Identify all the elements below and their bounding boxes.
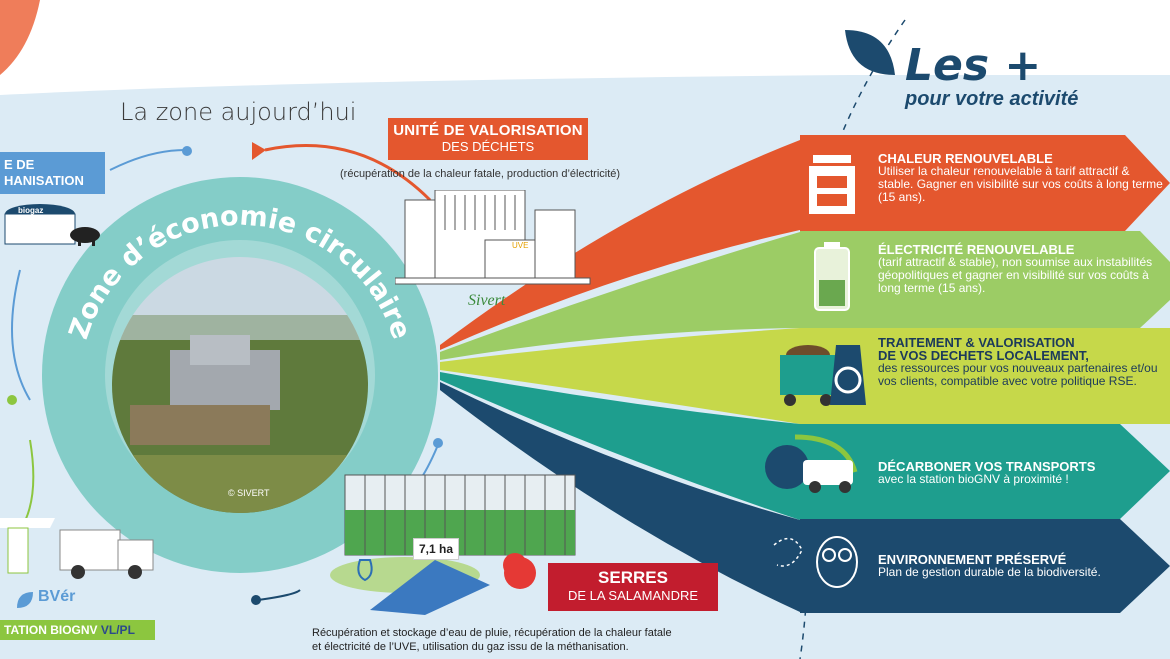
sivert-logo: Sivert bbox=[468, 292, 506, 309]
benefit-transports-text: avec la station bioGNV à proximité ! bbox=[878, 472, 1069, 486]
benefit-dechets-title: TRAITEMENT & VALORISATION bbox=[878, 335, 1075, 350]
bver-leaf-icon bbox=[17, 592, 33, 608]
greenhouse-illustration bbox=[330, 474, 576, 615]
serres-description: Récupération et stockage d’eau de pluie,… bbox=[312, 626, 782, 654]
uve-title-box: UNITÉ DE VALORISATION DES DÉCHETS bbox=[388, 118, 588, 160]
water-drop-icon bbox=[357, 559, 373, 582]
benefit-electricite: ÉLECTRICITÉ RENOUVELABLE (tarif attracti… bbox=[878, 243, 1168, 295]
benefit-dechets-text: des ressources pour vos nouveaux partena… bbox=[878, 361, 1158, 388]
uve-building-icon bbox=[395, 190, 591, 285]
serres-title-line2: DE LA SALAMANDRE bbox=[567, 588, 699, 603]
serres-title-line1: SERRES bbox=[598, 568, 668, 587]
battery-icon bbox=[814, 242, 850, 311]
serres-description-line1: Récupération et stockage d’eau de pluie,… bbox=[312, 627, 672, 639]
circular-zone: Zone d’économie circulaire bbox=[42, 177, 438, 573]
uve-building-label: UVE bbox=[512, 241, 529, 250]
benefit-environnement: ENVIRONNEMENT PRÉSERVÉ Plan de gestion d… bbox=[878, 553, 1168, 579]
station-label-prefix: TATION BIOGNV bbox=[4, 623, 101, 637]
benefit-chaleur-text: Utiliser la chaleur renouvelable à tarif… bbox=[878, 164, 1163, 204]
benefit-dechets-title2: DE VOS DECHETS LOCALEMENT, bbox=[878, 348, 1089, 363]
zone-title: La zone aujourd’hui bbox=[120, 98, 357, 126]
benefit-transports-title: DÉCARBONER VOS TRANSPORTS bbox=[878, 459, 1096, 474]
les-plus-title: Les + bbox=[905, 40, 1042, 91]
biogas-van-icon bbox=[765, 434, 858, 493]
benefit-dechets: TRAITEMENT & VALORISATION DE VOS DECHETS… bbox=[878, 336, 1168, 388]
uve-title-line2: DES DÉCHETS bbox=[441, 139, 535, 154]
benefit-environnement-title: ENVIRONNEMENT PRÉSERVÉ bbox=[878, 552, 1067, 567]
methanisation-box: E DE HANISATION bbox=[0, 152, 105, 194]
owl-icon bbox=[773, 536, 858, 588]
methanisation-line2: HANISATION bbox=[4, 173, 84, 188]
station-label-suffix: VL/PL bbox=[100, 623, 135, 637]
methanisation-plant-icon bbox=[4, 204, 100, 246]
benefit-chaleur-title: CHALEUR RENOUVELABLE bbox=[878, 151, 1053, 166]
benefit-chaleur: CHALEUR RENOUVELABLE Utiliser la chaleur… bbox=[878, 152, 1168, 204]
benefit-transports: DÉCARBONER VOS TRANSPORTS avec la statio… bbox=[878, 460, 1168, 486]
uve-title-line1: UNITÉ DE VALORISATION bbox=[393, 122, 583, 139]
uve-subtitle: (récupération de la chaleur fatale, prod… bbox=[340, 168, 621, 180]
biognv-station-icon bbox=[0, 518, 154, 579]
benefit-electricite-text: (tarif attractif & stable), non soumise … bbox=[878, 255, 1153, 295]
station-biognv-label: TATION BIOGNV VL/PL bbox=[0, 620, 155, 640]
biogaz-label: biogaz bbox=[18, 206, 44, 215]
radiator-icon bbox=[809, 155, 855, 214]
serres-title-box: SERRES DE LA SALAMANDRE bbox=[548, 563, 718, 611]
photo-credit: © SIVERT bbox=[228, 488, 270, 498]
benefit-environnement-text: Plan de gestion durable de la biodiversi… bbox=[878, 565, 1101, 579]
benefit-electricite-title: ÉLECTRICITÉ RENOUVELABLE bbox=[878, 242, 1075, 257]
methanisation-line1: E DE bbox=[4, 157, 35, 172]
les-plus-subtitle: pour votre activité bbox=[905, 88, 1079, 110]
greenhouse-area-label: 7,1 ha bbox=[413, 538, 459, 560]
leaf-icon bbox=[845, 30, 895, 75]
serres-description-line2: et électricité de l’UVE, utilisation du … bbox=[312, 641, 629, 653]
waste-bin-icon bbox=[780, 345, 866, 406]
bver-logo: BVér bbox=[38, 588, 76, 605]
